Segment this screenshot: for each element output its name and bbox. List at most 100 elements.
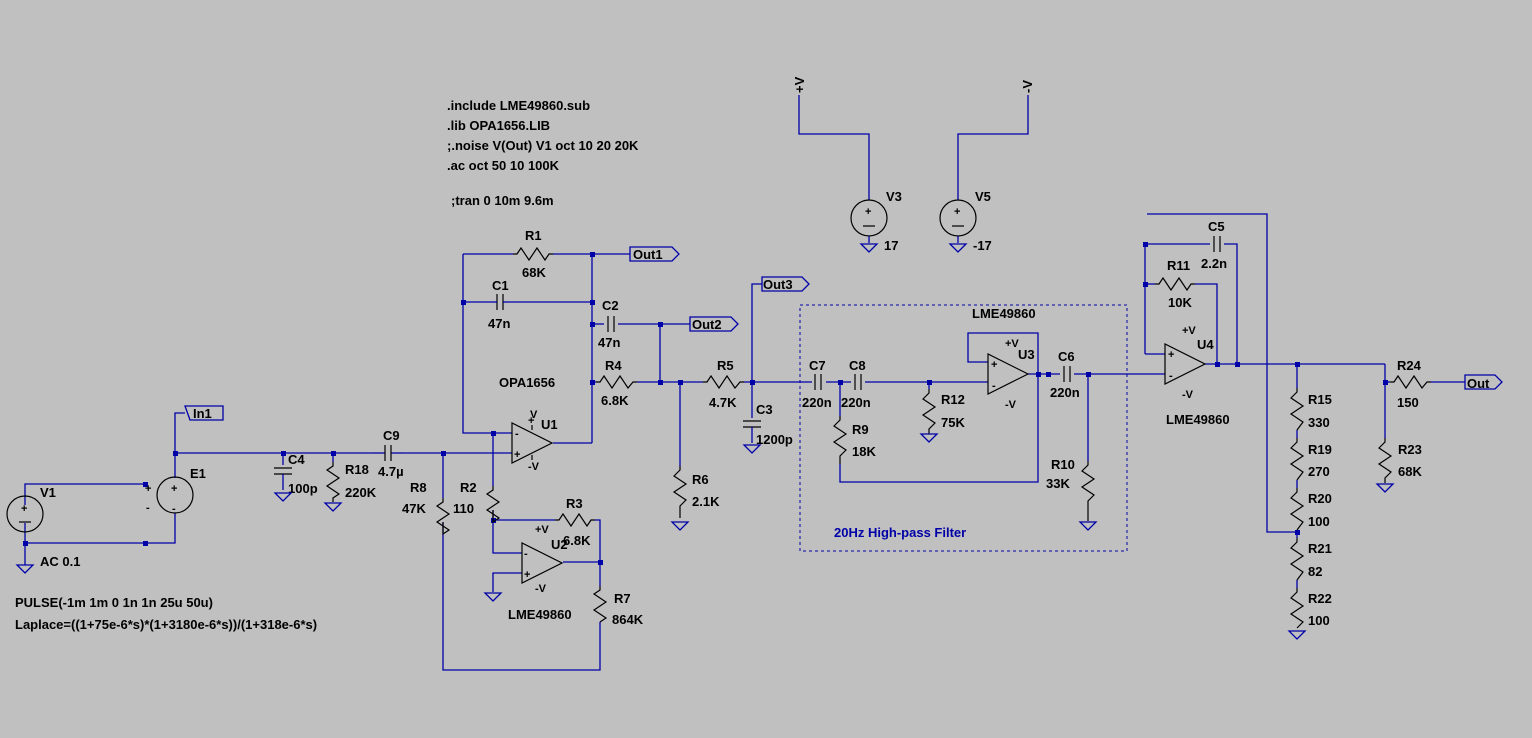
r5-value: 4.7K bbox=[709, 395, 737, 410]
svg-text:+: + bbox=[865, 206, 871, 218]
opamp-U2[interactable]: -+ +V-V U2 LME49860 bbox=[508, 524, 572, 622]
resistor-R23[interactable]: R23 68K bbox=[1377, 438, 1422, 483]
source-E1[interactable]: +- +- E1 bbox=[145, 466, 206, 515]
c3-value: 1200p bbox=[756, 432, 793, 447]
source-V5[interactable]: + V5 -17 bbox=[939, 189, 992, 253]
resistor-R10[interactable]: R10 33K bbox=[1046, 457, 1096, 521]
r18-name: R18 bbox=[345, 462, 369, 477]
net-label-out3[interactable]: Out3 bbox=[761, 276, 810, 292]
c3-name: C3 bbox=[756, 402, 773, 417]
resistor-R19[interactable]: R19 270 bbox=[1289, 438, 1332, 481]
opamp-U3[interactable]: +- +V-V U3 LME49860 bbox=[972, 306, 1036, 411]
svg-text:+V: +V bbox=[792, 76, 807, 93]
c6-value: 220n bbox=[1050, 385, 1080, 400]
r3-name: R3 bbox=[566, 496, 583, 511]
resistor-R5[interactable]: R5 4.7K bbox=[703, 358, 744, 410]
resistor-R7[interactable]: R7 864K bbox=[592, 586, 644, 627]
resistor-R3[interactable]: R3 6.8K bbox=[555, 496, 595, 548]
resistor-R18[interactable]: R18 220K bbox=[325, 462, 377, 502]
svg-text:+: + bbox=[145, 483, 151, 495]
capacitor-C5[interactable]: C5 2.2n bbox=[1201, 219, 1227, 271]
resistor-R4[interactable]: R4 6.8K bbox=[596, 358, 637, 408]
r10-name: R10 bbox=[1051, 457, 1075, 472]
r21-value: 82 bbox=[1308, 564, 1322, 579]
r15-value: 330 bbox=[1308, 415, 1330, 430]
v1-value: AC 0.1 bbox=[40, 554, 80, 569]
u2-model: LME49860 bbox=[508, 607, 572, 622]
r11-name: R11 bbox=[1167, 258, 1190, 273]
c4-value: 100p bbox=[288, 481, 318, 496]
r24-value: 150 bbox=[1397, 395, 1419, 410]
resistor-R24[interactable]: R24 150 bbox=[1390, 358, 1431, 410]
net-label-out1[interactable]: Out1 bbox=[629, 246, 680, 262]
resistor-R1[interactable]: R1 68K bbox=[513, 228, 553, 280]
svg-text:Out3: Out3 bbox=[763, 277, 793, 292]
resistor-R22[interactable]: R22 100 bbox=[1289, 588, 1332, 629]
pulse-note: PULSE(-1m 1m 0 1n 1n 25u 50u) bbox=[15, 595, 213, 610]
c2-value: 47n bbox=[598, 335, 620, 350]
svg-text:+: + bbox=[954, 206, 960, 218]
r24-name: R24 bbox=[1397, 358, 1422, 373]
net-label-vplus[interactable]: +V bbox=[792, 76, 807, 93]
net-label-vminus[interactable]: -V bbox=[1020, 80, 1035, 93]
resistor-R9[interactable]: R9 18K bbox=[832, 416, 876, 464]
resistor-R8[interactable]: R8 47K bbox=[402, 480, 451, 536]
r9-name: R9 bbox=[852, 422, 869, 437]
r19-name: R19 bbox=[1308, 442, 1332, 457]
r22-value: 100 bbox=[1308, 613, 1330, 628]
capacitor-C7[interactable]: C7 220n bbox=[802, 358, 832, 410]
v3-name: V3 bbox=[886, 189, 902, 204]
c6-name: C6 bbox=[1058, 349, 1075, 364]
net-label-out2[interactable]: Out2 bbox=[689, 316, 739, 332]
laplace-note: Laplace=((1+75e-6*s)*(1+3180e-6*s))/(1+3… bbox=[15, 617, 317, 632]
resistor-R2[interactable]: R2 110 bbox=[453, 480, 501, 524]
r6-name: R6 bbox=[692, 472, 709, 487]
capacitor-C3[interactable]: C3 1200p bbox=[743, 402, 793, 447]
v5-name: V5 bbox=[975, 189, 991, 204]
r22-name: R22 bbox=[1308, 591, 1332, 606]
resistor-R12[interactable]: R12 75K bbox=[921, 389, 965, 434]
r21-name: R21 bbox=[1308, 541, 1332, 556]
resistor-R20[interactable]: R20 100 bbox=[1289, 488, 1332, 531]
c2-name: C2 bbox=[602, 298, 619, 313]
c7-name: C7 bbox=[809, 358, 826, 373]
directive-lib: .lib OPA1656.LIB bbox=[447, 118, 550, 133]
svg-text:V: V bbox=[530, 409, 538, 421]
svg-text:-: - bbox=[146, 502, 150, 514]
net-label-out[interactable]: Out bbox=[1464, 374, 1503, 391]
svg-text:-: - bbox=[1169, 370, 1173, 382]
svg-text:Out1: Out1 bbox=[633, 247, 663, 262]
u1-name: U1 bbox=[541, 417, 558, 432]
c1-name: C1 bbox=[492, 278, 509, 293]
r10-value: 33K bbox=[1046, 476, 1070, 491]
svg-text:+: + bbox=[21, 503, 27, 515]
resistor-R11[interactable]: R11 10K bbox=[1155, 258, 1195, 310]
capacitor-C4[interactable]: C4 100p bbox=[274, 452, 318, 496]
spice-directives: .include LME49860.sub .lib OPA1656.LIB ;… bbox=[447, 98, 639, 208]
r19-value: 270 bbox=[1308, 464, 1330, 479]
opamp-U1[interactable]: -+ +V -V U1 OPA1656 bbox=[499, 375, 558, 473]
svg-text:Out: Out bbox=[1467, 376, 1490, 391]
u4-model: LME49860 bbox=[1166, 412, 1230, 427]
capacitor-C2[interactable]: C2 47n bbox=[598, 298, 620, 350]
capacitor-C6[interactable]: C6 220n bbox=[1050, 349, 1080, 400]
svg-text:+V: +V bbox=[1005, 338, 1019, 350]
svg-text:-: - bbox=[172, 503, 176, 515]
svg-text:-: - bbox=[515, 428, 519, 440]
opamp-U4[interactable]: +- +V-V U4 LME49860 bbox=[1164, 325, 1230, 427]
capacitor-C1[interactable]: C1 47n bbox=[488, 278, 510, 331]
capacitor-C8[interactable]: C8 220n bbox=[841, 358, 871, 410]
net-label-in1[interactable]: In1 bbox=[184, 405, 224, 421]
resistor-R21[interactable]: R21 82 bbox=[1289, 538, 1332, 581]
resistor-R6[interactable]: R6 2.1K bbox=[672, 466, 720, 518]
capacitor-C9[interactable]: C9 4.7µ bbox=[373, 428, 404, 479]
resistor-R15[interactable]: R15 330 bbox=[1289, 388, 1332, 431]
source-V1[interactable]: + V1 AC 0.1 bbox=[6, 485, 80, 569]
svg-text:-V: -V bbox=[1182, 389, 1194, 401]
r20-value: 100 bbox=[1308, 514, 1330, 529]
c8-name: C8 bbox=[849, 358, 866, 373]
u4-name: U4 bbox=[1197, 337, 1214, 352]
c8-value: 220n bbox=[841, 395, 871, 410]
source-V3[interactable]: + V3 17 bbox=[850, 189, 902, 253]
svg-text:-V: -V bbox=[535, 583, 547, 595]
